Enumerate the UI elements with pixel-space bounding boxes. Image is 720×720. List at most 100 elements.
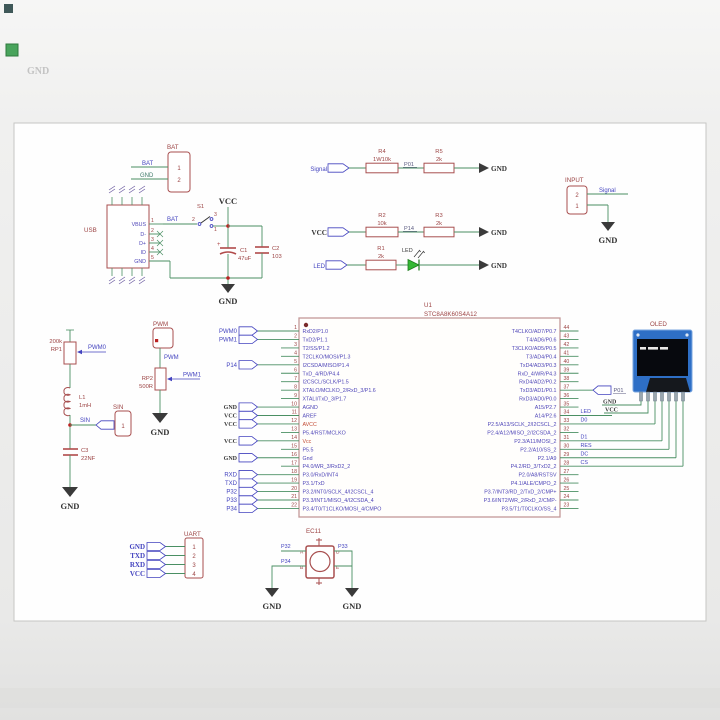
mcu-pin-label: P3.0/RxD/INT4 — [303, 473, 339, 479]
svg-text:500R: 500R — [139, 384, 153, 390]
mcu-pin-number: 9 — [294, 393, 297, 399]
mcu-pin-number: 2 — [294, 334, 297, 340]
mcu-pin-label: P5.4/RST/MCLKO — [303, 430, 346, 436]
svg-text:D+: D+ — [139, 241, 146, 247]
mcu-pin-number: 22 — [291, 503, 297, 509]
bottom-shadow-band — [0, 688, 720, 708]
mcu-net-label: D1 — [581, 434, 588, 440]
svg-text:E: E — [336, 565, 339, 571]
svg-text:2k: 2k — [436, 157, 442, 163]
mcu-pin-label: Gnd — [303, 456, 313, 462]
svg-text:47uF: 47uF — [238, 256, 252, 262]
vcc-port-label: VCC — [311, 229, 327, 237]
uart-pin-number: 2 — [192, 554, 196, 560]
mcu-pin-label: T4/AD6/P0.6 — [526, 337, 556, 343]
mcu-net-label: D0 — [581, 418, 588, 424]
mcu-pin-label: P2.0/A8/RSTSV — [519, 473, 557, 479]
sin-net: SIN — [80, 418, 90, 424]
mcu-pin-number: 21 — [291, 494, 297, 500]
oled-title: OLED — [650, 321, 667, 328]
mcu-pin-number: 12 — [291, 418, 297, 424]
mcu-net-label: RES — [581, 443, 592, 449]
svg-text:1W10k: 1W10k — [373, 157, 391, 163]
mcu-pin-number: 38 — [564, 376, 570, 382]
svg-text:1: 1 — [151, 218, 154, 224]
mcu-port-label: P34 — [226, 506, 237, 512]
mcu-pin-number: 34 — [564, 410, 570, 416]
port-bullet — [238, 419, 259, 429]
svg-text:A: A — [300, 550, 304, 556]
svg-text:GND: GND — [599, 235, 618, 245]
led-port-label: LED — [313, 264, 325, 270]
mcu-pin-label: P4.0/WR_3/RxD2_2 — [303, 464, 351, 470]
mcu-pin-label: TxD4/AD3/P0.3 — [520, 363, 557, 369]
led-symbol — [407, 249, 425, 272]
mcu-pin-label: TxD_4/RD/P4.4 — [303, 371, 340, 377]
port-bullet — [238, 326, 259, 336]
mcu-pin-number: 33 — [564, 418, 570, 424]
mcu-ref: U1 — [424, 302, 432, 309]
mcu-pin-label: A15/P2.7 — [535, 405, 557, 411]
usb-pins: VBUS D- D+ ID GND 1 2 3 4 5 — [132, 218, 170, 265]
oled-screen — [637, 339, 688, 376]
mcu-pin-label: RxD3/AD0/P0.0 — [519, 397, 556, 403]
uart-net-label: TXD — [130, 552, 145, 560]
faint-gnd-text: GND — [27, 66, 49, 77]
svg-text:1mH: 1mH — [79, 403, 91, 409]
svg-text:1: 1 — [121, 424, 125, 430]
mcu-pin-number: 43 — [564, 334, 570, 340]
green-square-artifact — [5, 43, 19, 57]
mcu-pin-number: 17 — [291, 460, 297, 466]
svg-text:PWM: PWM — [153, 321, 168, 328]
mcu-part-number: STC8A8K60S4A12 — [424, 311, 478, 318]
mcu-pin-label: Vcc — [303, 439, 312, 445]
svg-text:200k: 200k — [49, 339, 62, 345]
mcu-pin-number: 20 — [291, 486, 297, 492]
vcc-divider-row: VCC R2 10k P14 R3 2k GND — [311, 213, 507, 238]
mcu-u1: U1 STC8A8K60S4A12 1RxD2/P1.02TxD2/P1.13T… — [219, 302, 684, 518]
uart-net-label: GND — [129, 543, 145, 551]
port-bullet — [146, 569, 167, 578]
mcu-pin-number: 23 — [564, 503, 570, 509]
led-symbol-label: LED — [402, 248, 413, 254]
mcu-net-label: LED — [581, 409, 592, 415]
mcu-pin-label: TxD2/P1.1 — [303, 337, 328, 343]
no-connect-marks — [156, 230, 164, 256]
bat-title: BAT — [167, 144, 179, 151]
oled-module: OLED GND VCC — [602, 321, 693, 414]
mcu-pin-label: T3/AD4/P0.4 — [526, 354, 556, 360]
mcu-pin-label: P3.4/T0/T1CLKO/MOSI_4/CMPO — [303, 506, 382, 512]
svg-text:RP1: RP1 — [51, 347, 62, 353]
mcu-pin-label: A14/P2.6 — [535, 414, 557, 420]
usb-connector: USB VBUS D- D+ ID GND 1 2 3 4 5 — [84, 185, 170, 285]
pwm0-net: PWM0 — [88, 345, 107, 351]
bat-gnd-label: GND — [140, 173, 154, 179]
bat-wire-net: BAT — [167, 217, 179, 223]
mcu-pin-label: RxD4/AD2/P0.2 — [519, 380, 556, 386]
svg-text:2: 2 — [575, 193, 579, 199]
mcu-pin-number: 39 — [564, 367, 570, 373]
s1-ref: S1 — [197, 204, 204, 210]
mcu-ports: PWM0PWM1P14GNDVCCVCCVCCGNDRXDTXDP32P33P3… — [219, 326, 684, 514]
svg-text:P01: P01 — [404, 162, 414, 168]
oled-gnd-net: GND — [603, 400, 617, 406]
mcu-pin-label: P3.7/INT3/RD_2/TxD_2/CMP+ — [484, 490, 556, 496]
ec11-encoder: EC11 A B D E P32 P34 GND P33 GND — [263, 528, 362, 611]
bat-connector: BAT 1 2 BAT GND — [131, 144, 191, 193]
mcu-pin-number: 42 — [564, 342, 570, 348]
mcu-pins: 1RxD2/P1.02TxD2/P1.13T2/SS/P1.24T2CLKO/M… — [281, 325, 579, 512]
rp1-filter-chain: 200k RP1 PWM0 L1 1mH SIN SIN 1 C3 22NF G… — [49, 329, 132, 511]
mcu-pin-number: 19 — [291, 477, 297, 483]
bat-net-label: BAT — [142, 161, 154, 167]
mcu-pin-label: P4.1/ALE/CMPO_2 — [511, 481, 557, 487]
svg-text:ID: ID — [141, 250, 146, 256]
port-bullet — [238, 478, 259, 488]
ec11-p32-net: P32 — [281, 544, 291, 550]
mcu-pin-label: P2.3/A11/MOSI_2 — [514, 439, 556, 445]
mcu-pin-number: 26 — [564, 477, 570, 483]
mcu-pin-number: 37 — [564, 384, 570, 390]
svg-text:R4: R4 — [378, 149, 386, 155]
svg-text:GND: GND — [491, 229, 507, 237]
port-bullet — [146, 542, 167, 551]
